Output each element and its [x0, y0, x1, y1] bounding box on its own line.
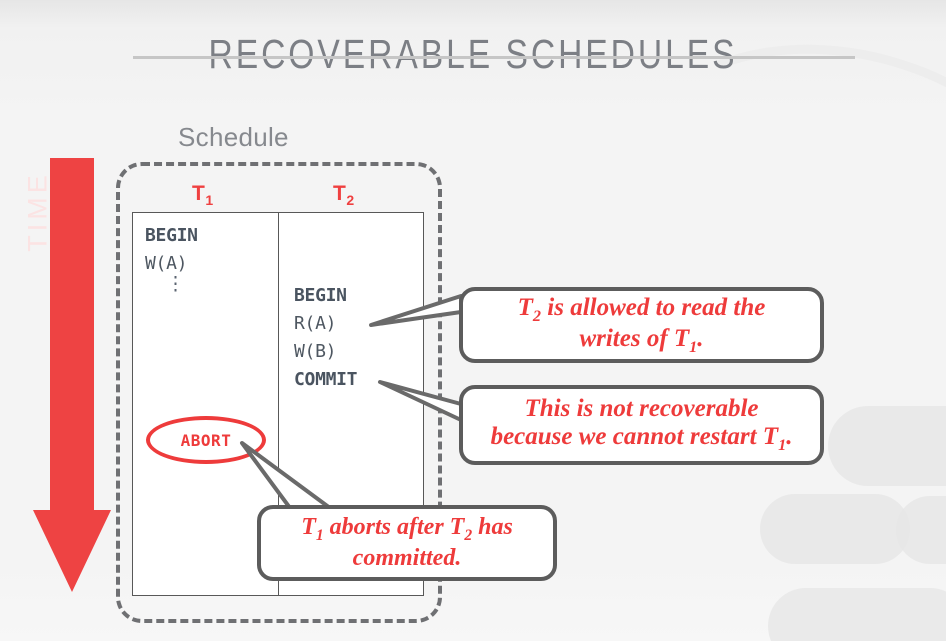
title-divider [133, 56, 855, 59]
transaction-header-t1: T1 [192, 182, 214, 208]
schedule-column-divider [278, 213, 279, 595]
callout-line2-sub: 1 [778, 436, 787, 455]
operation-t1-abort: ABORT [180, 430, 232, 450]
callout-line2-post: . [786, 423, 793, 451]
callout-text: T1 aborts after T2 has committed. [301, 514, 513, 571]
schedule-column-t2: BEGIN R(A) W(B) COMMIT [279, 213, 424, 595]
callout-line2-sub: 1 [689, 338, 698, 356]
abort-highlight: ABORT [146, 416, 266, 464]
callout-line1-sub2: 2 [464, 527, 473, 545]
callout-line1-pre: T [517, 293, 533, 321]
callout-text: T2 is allowed to read the writes of T1. [518, 294, 766, 356]
callout-line2: committed. [352, 544, 462, 571]
watermark-shape-3 [896, 496, 946, 564]
callout-line1-post: has [472, 514, 513, 541]
callout-line1-pre: T [301, 514, 316, 541]
txn-header-index: 2 [346, 192, 355, 209]
schedule-caption: Schedule [178, 122, 289, 152]
transaction-header-t2: T2 [333, 182, 355, 208]
watermark-shape-4 [768, 588, 946, 641]
operation-t1-write-a: W(A) [145, 253, 188, 274]
callout-line1-post: is allowed to read the [541, 293, 766, 321]
callout-read-allowed: T2 is allowed to read the writes of T1. [459, 287, 824, 363]
txn-header-index: 1 [205, 192, 214, 209]
callout-line2-pre: because we cannot restart T [490, 423, 779, 451]
callout-line1-mid: aborts after T [323, 514, 465, 541]
callout-line2-post: . [697, 325, 704, 352]
callout-line1: This is not recoverable [524, 395, 759, 423]
operation-t2-commit: COMMIT [294, 369, 358, 390]
txn-header-letter: T [333, 182, 347, 205]
callout-line2-pre: writes of T [579, 325, 690, 352]
operation-t2-read-a: R(A) [294, 313, 337, 334]
callout-text: This is not recoverable because we canno… [491, 395, 793, 454]
watermark-shape-2 [760, 494, 910, 564]
callout-t1-aborts: T1 aborts after T2 has committed. [257, 505, 557, 581]
callout-line1-sub1: 1 [315, 527, 324, 545]
page-title-block: RECOVERABLE SCHEDULES [0, 34, 946, 75]
abort-ellipse-icon [146, 416, 266, 464]
operation-t1-ellipsis: ⋮ [166, 273, 185, 295]
time-axis-arrow [33, 158, 111, 592]
operation-t2-begin: BEGIN [294, 285, 347, 306]
schedule-column-t1: BEGIN W(A) ⋮ ABORT [133, 213, 278, 595]
operation-t2-write-b: W(B) [294, 341, 337, 362]
page-title: RECOVERABLE SCHEDULES [208, 31, 738, 77]
operation-t1-begin: BEGIN [145, 225, 198, 246]
callout-line1-sub: 2 [532, 306, 542, 325]
txn-header-letter: T [192, 182, 206, 205]
watermark-shape-1 [828, 406, 946, 486]
callout-not-recoverable: This is not recoverable because we canno… [459, 385, 824, 465]
